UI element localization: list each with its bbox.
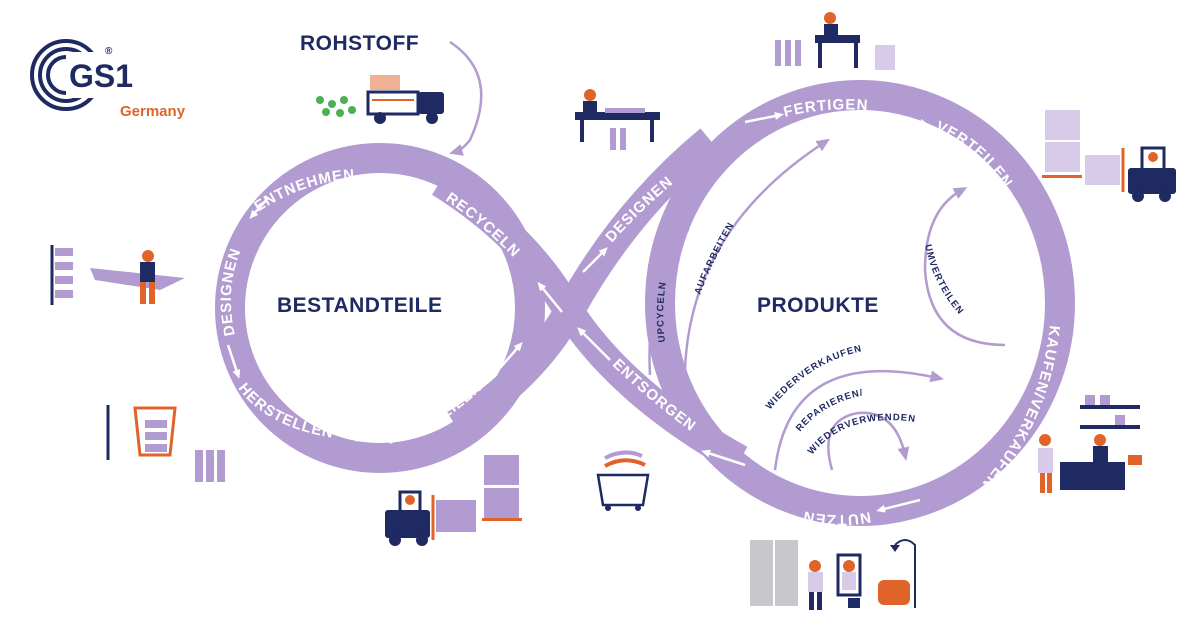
fabric-cutting-worker-icon xyxy=(575,89,660,150)
label-upcyceln: UPCYCELN xyxy=(655,281,669,343)
fabric-rolling-worker-icon xyxy=(50,245,185,305)
logo-mark: GS1 xyxy=(69,58,133,94)
yarn-spools-icon xyxy=(106,405,225,482)
shop-counter-icon xyxy=(1038,395,1142,493)
infinity-loop xyxy=(215,80,1075,526)
forklift-warehouse-icon xyxy=(1042,110,1176,202)
registered-mark: ® xyxy=(105,46,113,57)
waste-container-icon xyxy=(596,450,650,511)
center-label-components: BESTANDTEILE xyxy=(277,294,442,317)
label-umverteilen: UMVERTEILEN xyxy=(922,243,966,317)
raw-material-label: ROHSTOFF xyxy=(300,32,419,55)
logo-region: Germany xyxy=(120,103,186,120)
center-label-products: PRODUKTE xyxy=(757,294,879,317)
forklift-pallets-icon xyxy=(385,455,522,546)
inner-loops xyxy=(648,138,1006,471)
label-wiederverwenden: WIEDERVERWENDEN xyxy=(806,412,917,457)
home-wardrobe-icon xyxy=(750,539,916,610)
label-aufarbeiten: AUFARBEITEN xyxy=(693,220,737,296)
label-nutzen: NUTZEN xyxy=(801,507,872,528)
gs1-logo: GS1 ® Germany xyxy=(30,39,186,120)
sewing-worker-icon xyxy=(775,12,895,70)
truck-with-plants-icon xyxy=(316,75,444,124)
raw-material-arrow xyxy=(449,40,483,156)
